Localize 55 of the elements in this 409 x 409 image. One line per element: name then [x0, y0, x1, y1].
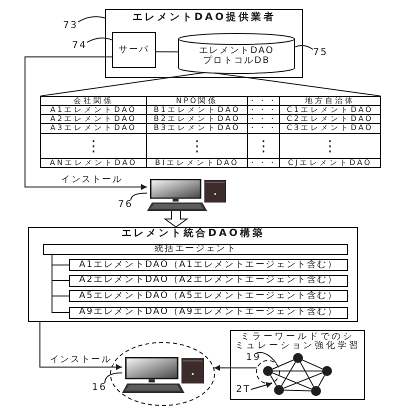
group-box: [28, 227, 358, 322]
arrow: [24, 56, 148, 190]
box-title: エレメント統合DAO構築: [121, 229, 265, 239]
network-link: [283, 372, 323, 389]
network-dot: [293, 353, 303, 363]
leader-line: [104, 372, 122, 384]
table-cell: ⋮: [41, 134, 147, 160]
callout-number: 76: [118, 200, 134, 209]
arrow: [39, 322, 122, 370]
network-link: [302, 360, 323, 370]
group-box: [230, 330, 365, 400]
connector-line: [52, 254, 70, 313]
network-dot: [322, 366, 332, 376]
callout-number: 19: [246, 353, 262, 362]
leader-line: [250, 382, 273, 390]
network-link: [272, 372, 312, 390]
network-dot: [274, 385, 284, 395]
block-arrow: [163, 210, 189, 228]
leader-line: [86, 38, 112, 43]
group-box: [105, 9, 303, 78]
box-title: ミラーワールドでのシミュレーション強化学習: [234, 333, 361, 352]
callout-number: 16: [92, 383, 108, 392]
leader-line: [256, 352, 277, 364]
network-link: [270, 374, 277, 386]
computer-icon: [147, 179, 226, 211]
table-cell: ⋮: [248, 134, 280, 160]
network-link: [300, 362, 314, 388]
network-link: [284, 390, 312, 392]
dashed-circle: [110, 342, 215, 406]
dashed-circle: [256, 360, 280, 384]
network-link: [281, 362, 296, 386]
server-box: サーバ: [112, 32, 156, 68]
connector-line: [156, 51, 178, 52]
network-link: [272, 370, 322, 372]
network-dot: [263, 366, 273, 376]
network-dot: [311, 386, 321, 396]
callout-number: 73: [63, 21, 78, 30]
network-link: [318, 374, 326, 388]
table-cell: ⋮: [147, 134, 248, 160]
callout-number: 74: [72, 41, 88, 50]
leader-line: [130, 192, 148, 200]
table-cell: ⋮: [280, 134, 380, 160]
box-title: エレメントDAO提供業者: [132, 13, 276, 23]
database-cylinder: エレメントDAOプロトコルDB: [178, 33, 295, 74]
callout-number: 75: [313, 48, 328, 57]
edge-label: インストール: [60, 176, 124, 184]
computer-icon: [122, 357, 204, 393]
edge-label: インストール: [48, 356, 113, 365]
leader-line: [78, 16, 106, 22]
element-dao-box: A5エレメントDAO（A5エレメントエージェント含む）: [69, 290, 348, 302]
network-link: [272, 360, 294, 370]
callout-number: 2T: [236, 385, 251, 394]
leader-line: [294, 45, 314, 50]
element-dao-box: A1エレメントDAO（A1エレメントエージェント含む）: [69, 259, 348, 271]
arrow: [214, 364, 258, 371]
